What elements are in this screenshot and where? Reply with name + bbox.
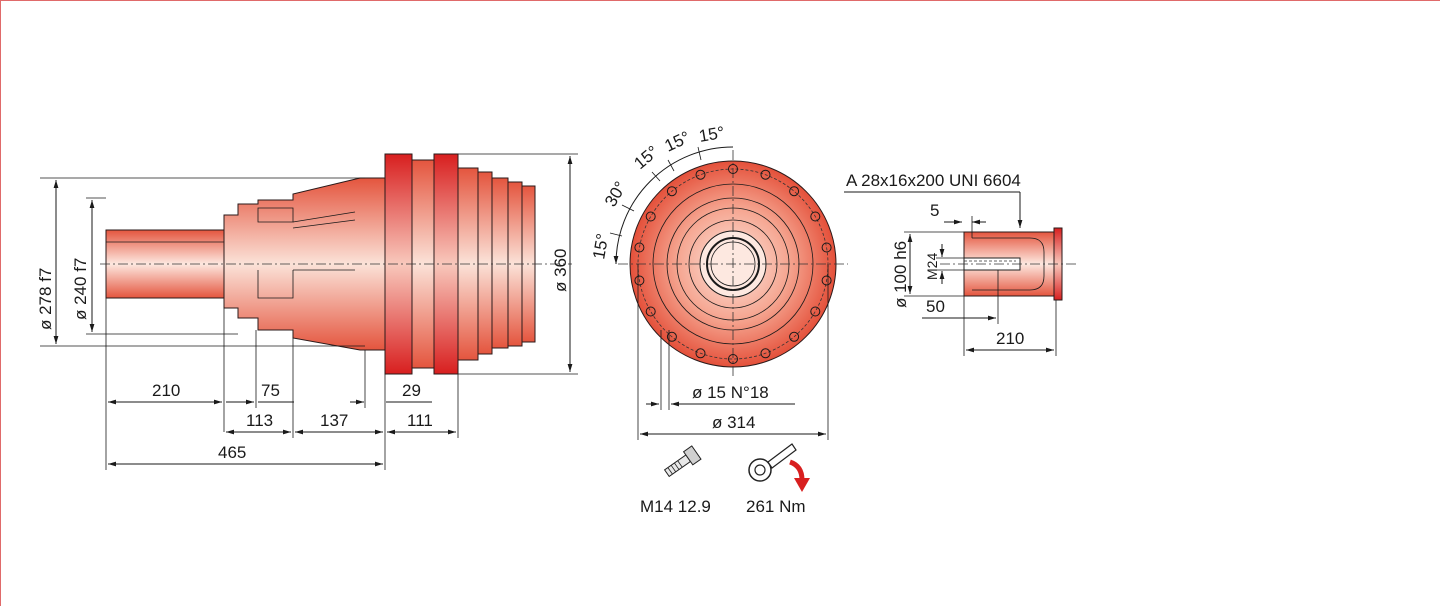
dim-29-label: 29 (402, 381, 421, 400)
bolt-hole (645, 306, 656, 317)
bolt-hole (810, 306, 821, 317)
bolt-hole (695, 348, 706, 359)
dim-5-label: 5 (930, 201, 939, 220)
bolt-holes (634, 164, 832, 364)
dim-210-label: 210 (152, 381, 180, 400)
angle-15b-label: 15° (630, 142, 662, 173)
dim-113-label: 113 (246, 411, 273, 430)
side-view: ø 278 f7 ø 240 f7 ø 360 210 75 29 113 (36, 153, 578, 470)
bolt-hole (728, 164, 738, 174)
bolt-hole (666, 331, 677, 342)
bolt-hole (821, 242, 832, 253)
dim-50-label: 50 (926, 297, 945, 316)
bolt-hole (728, 354, 738, 364)
angle-15c-label: 15° (662, 128, 693, 156)
dia-240-label: ø 240 f7 (71, 258, 90, 320)
front-view: 15° 30° 15° 15° 15° ø 15 N°18 ø 314 (589, 123, 848, 440)
angle-30-label: 30° (601, 178, 630, 210)
dim-75-label: 75 (261, 381, 280, 400)
holes-label: ø 15 N°18 (692, 383, 769, 402)
bolt-hole (695, 169, 706, 180)
shaft-view: A 28x16x200 UNI 6604 5 ø 100 h6 M24 50 (844, 171, 1078, 356)
thread-label: M24 (924, 253, 940, 280)
key-label: A 28x16x200 UNI 6604 (846, 171, 1021, 190)
bolt-hole (810, 211, 821, 222)
torque-label: 261 Nm (746, 497, 806, 516)
bolt-hole (789, 331, 800, 342)
angle-15a-label: 15° (589, 232, 612, 261)
bolt-hole (821, 275, 832, 286)
shaft-dim-210-label: 210 (996, 329, 1024, 348)
bolt-hole (645, 211, 656, 222)
dia-278-label: ø 278 f7 (36, 268, 55, 330)
bolt-hole (634, 275, 645, 286)
bolt-icon (663, 445, 702, 478)
angle-15d-label: 15° (697, 123, 726, 146)
torque-wrench-icon (748, 443, 810, 492)
bolt-hole (760, 348, 771, 359)
dia-314-label: ø 314 (712, 413, 755, 432)
bolt-hole (789, 186, 800, 197)
dim-137-label: 137 (320, 411, 348, 430)
bolt-hole (760, 169, 771, 180)
bolt-hole (634, 242, 645, 253)
dia-100-label: ø 100 h6 (891, 241, 910, 308)
bolt-label: M14 12.9 (640, 497, 711, 516)
dia-360-label: ø 360 (551, 249, 570, 292)
bolt-hole (666, 186, 677, 197)
dim-111-label: 111 (407, 411, 433, 430)
dim-465-label: 465 (218, 443, 246, 462)
